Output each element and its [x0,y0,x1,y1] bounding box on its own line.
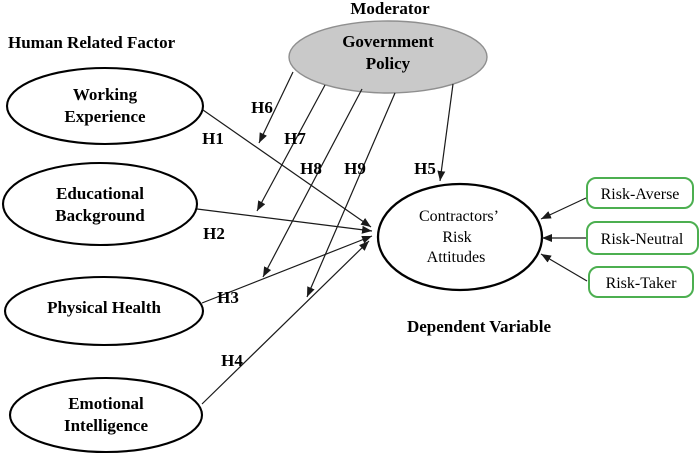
risk-neutral-label: Risk-Neutral [601,231,684,248]
government-policy-label-line2: Policy [366,54,411,73]
risk-averse-arrow [540,197,587,220]
working-experience-node: Working Experience [5,66,205,146]
contractors-risk-attitudes-node: Contractors’ Risk Attitudes [376,182,544,292]
h8-arrow [262,88,363,278]
educational-background-ellipse [1,161,199,247]
risk-taker-box: Risk-Taker [588,266,694,298]
risk-neutral-box: Risk-Neutral [586,221,699,255]
risk-taker-label: Risk-Taker [606,275,678,292]
working-experience-ellipse [5,66,205,146]
working-experience-label-line2: Experience [64,107,146,126]
h8-label: H8 [300,159,322,178]
physical-health-node: Physical Health [3,275,205,347]
government-policy-label-line1: Government [342,32,434,51]
h4-label: H4 [221,351,243,370]
moderator-section-label: Moderator [350,0,430,18]
h3-label: H3 [217,288,239,307]
working-experience-label-line1: Working [73,85,138,104]
h1-arrow [202,109,372,228]
h5-label: H5 [414,159,436,178]
human-related-factor-section-label: Human Related Factor [8,33,176,52]
h9-arrow [306,92,396,298]
h9-label: H9 [344,159,366,178]
h5-arrow [437,83,454,182]
physical-health-label: Physical Health [47,298,161,317]
physical-health-ellipse [3,275,205,347]
h7-label: H7 [284,129,306,148]
h6-arrow [258,71,294,144]
risk-taker-rect [588,266,694,298]
h4-arrow [201,240,370,405]
contractors-risk-attitudes-label-line1: Contractors’ [419,208,499,225]
educational-background-label-line1: Educational [56,184,144,203]
h7-arrow [256,84,326,212]
h3-arrow [201,235,373,304]
government-policy-node: Government Policy [288,20,488,94]
contractors-risk-attitudes-label-line3: Attitudes [427,249,486,266]
risk-taker-arrow [540,253,588,282]
emotional-intelligence-node: Emotional Intelligence [8,376,204,454]
h2-label: H2 [203,224,225,243]
risk-averse-box: Risk-Averse [586,177,694,209]
government-policy-ellipse [288,20,488,94]
risk-neutral-rect [586,221,699,255]
h2-arrow [196,208,373,234]
emotional-intelligence-label-line1: Emotional [68,394,144,413]
h1-label: H1 [202,129,224,148]
emotional-intelligence-label-line2: Intelligence [64,416,148,435]
educational-background-label-line2: Background [55,206,145,225]
dependent-variable-section-label: Dependent Variable [407,317,551,336]
risk-averse-label: Risk-Averse [601,186,680,203]
emotional-intelligence-ellipse [8,376,204,454]
h6-label: H6 [251,98,273,117]
educational-background-node: Educational Background [1,161,199,247]
risk-averse-rect [586,177,694,209]
contractors-risk-attitudes-label-line2: Risk [442,229,471,246]
